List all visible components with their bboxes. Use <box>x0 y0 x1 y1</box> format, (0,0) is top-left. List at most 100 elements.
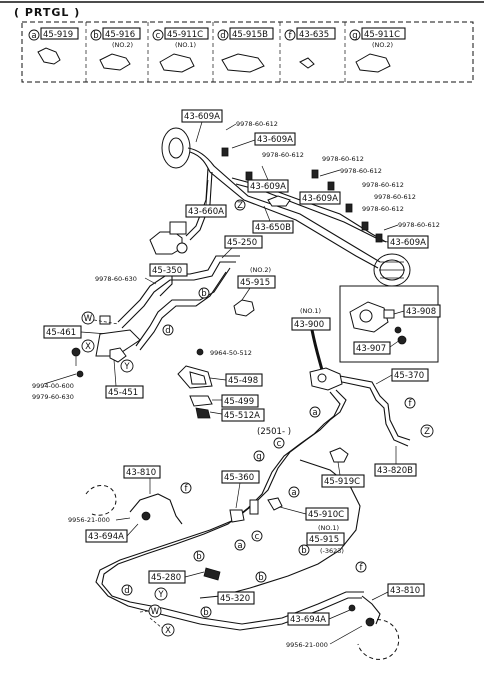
label-45-280: 45-280 <box>148 570 205 584</box>
note-9978-6: 9978-60-612 <box>374 193 416 201</box>
callout-f-left <box>180 482 192 494</box>
svg-text:a: a <box>237 541 242 551</box>
pipe-fittings-upper <box>221 147 383 243</box>
svg-text:W: W <box>151 607 160 617</box>
svg-text:43-609A: 43-609A <box>184 112 220 122</box>
label-45-499: 45-499 <box>212 394 259 408</box>
svg-text:c: c <box>255 532 260 542</box>
callout-d-1 <box>162 324 174 336</box>
note-9964: 9964-50-512 <box>210 349 252 357</box>
clip-45-512A <box>195 407 211 419</box>
clip-icon <box>299 57 315 69</box>
svg-text:b: b <box>301 546 306 556</box>
label-43-660A: 43-660A <box>185 179 227 218</box>
svg-text:45-911C: 45-911C <box>167 30 203 40</box>
callout-c-2 <box>251 530 263 542</box>
note-9979: 9979-60-630 <box>32 393 74 401</box>
svg-text:43-907: 43-907 <box>356 344 386 354</box>
label-43-900: 43-900 <box>291 317 331 331</box>
abs-actuator <box>373 253 411 287</box>
valve-detail-frame <box>339 285 439 363</box>
label-43-609A-5: 43-609A <box>375 235 429 249</box>
svg-text:45-461: 45-461 <box>46 328 76 338</box>
bracket <box>95 329 141 357</box>
svg-text:45-919C: 45-919C <box>324 477 360 487</box>
serial-2501: (2501- ) <box>257 427 291 437</box>
svg-text:Z: Z <box>424 427 430 437</box>
callout-W-1 <box>81 311 95 325</box>
clip-icon <box>355 53 391 73</box>
label-43-907: 43-907 <box>353 339 401 355</box>
note-45-915-no1: (NO.1) <box>318 524 339 532</box>
svg-text:g: g <box>256 452 261 462</box>
legend-item-b: b 45-916 (NO.2) <box>90 27 141 71</box>
callout-X-2 <box>161 623 175 637</box>
svg-text:45-512A: 45-512A <box>224 411 260 421</box>
callout-b-4 <box>255 571 267 583</box>
label-45-919C: 45-919C <box>321 461 365 488</box>
diagram-title: ( PRTGL ) <box>14 6 80 19</box>
svg-text:b: b <box>258 573 263 583</box>
svg-text:43-900: 43-900 <box>294 320 324 330</box>
valve-pointer <box>310 329 324 371</box>
legend-item-a: a 45-919 <box>28 27 79 65</box>
note-9978-7: 9978-60-612 <box>362 205 404 213</box>
svg-text:f: f <box>409 399 413 409</box>
svg-text:43-810: 43-810 <box>390 586 420 596</box>
label-43-694A-left: 43-694A <box>85 523 139 543</box>
label-45-451: 45-451 <box>105 359 144 399</box>
svg-text:a: a <box>312 408 317 418</box>
legend-item-d: d 45-915B <box>217 27 274 73</box>
clip-icon <box>221 53 265 73</box>
label-45-512A: 45-512A <box>209 408 265 422</box>
label-45-350: 45-350 <box>149 263 188 277</box>
svg-text:X: X <box>85 342 91 352</box>
callout-b-2 <box>298 544 310 556</box>
wheel-outline-left <box>85 485 117 516</box>
svg-text:(NO.1): (NO.1) <box>175 41 196 49</box>
svg-text:45-320: 45-320 <box>220 594 250 604</box>
note-9978-3: 9978-60-612 <box>322 155 364 163</box>
svg-text:43-660A: 43-660A <box>188 207 224 217</box>
booster-assembly <box>149 127 191 255</box>
svg-text:43-650B: 43-650B <box>255 223 291 233</box>
svg-text:d: d <box>124 586 129 596</box>
flex-hose-right <box>348 595 381 627</box>
svg-text:45-451: 45-451 <box>108 388 138 398</box>
serial-3623: (-3623) <box>320 547 344 555</box>
callout-a-1 <box>309 406 321 418</box>
svg-text:b: b <box>196 552 201 562</box>
label-45-461: 45-461 <box>43 325 109 339</box>
legend-item-g: g 45-911C (NO.2) <box>349 27 406 73</box>
svg-text:Y: Y <box>123 362 130 372</box>
callout-X-1 <box>81 339 95 353</box>
svg-text:45-350: 45-350 <box>152 266 182 276</box>
label-45-370: 45-370 <box>375 368 429 385</box>
callout-g-1 <box>253 450 265 462</box>
svg-text:d: d <box>220 31 225 41</box>
label-43-810-right: 43-810 <box>371 583 425 601</box>
note-9978-5: 9978-60-612 <box>362 181 404 189</box>
legend-item-f: f 43-635 <box>284 27 336 69</box>
label-45-320: 45-320 <box>217 591 255 605</box>
svg-text:Y: Y <box>157 590 164 600</box>
callout-W-2 <box>148 604 162 618</box>
wheel-outline-right <box>357 619 400 660</box>
svg-text:43-609A: 43-609A <box>257 135 293 145</box>
note-9956-1: 9956-21-000 <box>68 516 110 524</box>
callout-f-right <box>404 397 416 409</box>
label-43-810-left: 43-810 <box>123 465 161 494</box>
legend-frame <box>21 21 474 83</box>
svg-text:X: X <box>165 626 171 636</box>
svg-text:b: b <box>203 608 208 618</box>
svg-text:43-908: 43-908 <box>406 307 436 317</box>
svg-text:a: a <box>291 488 296 498</box>
note-45-915-no2: (NO.2) <box>250 266 271 274</box>
label-45-910C: 45-910C <box>275 505 349 521</box>
callout-c-1 <box>273 437 285 449</box>
callout-d-2 <box>121 584 133 596</box>
svg-text:f: f <box>185 484 189 494</box>
svg-text:43-609A: 43-609A <box>390 238 426 248</box>
label-43-694A-right: 43-694A <box>287 609 351 626</box>
